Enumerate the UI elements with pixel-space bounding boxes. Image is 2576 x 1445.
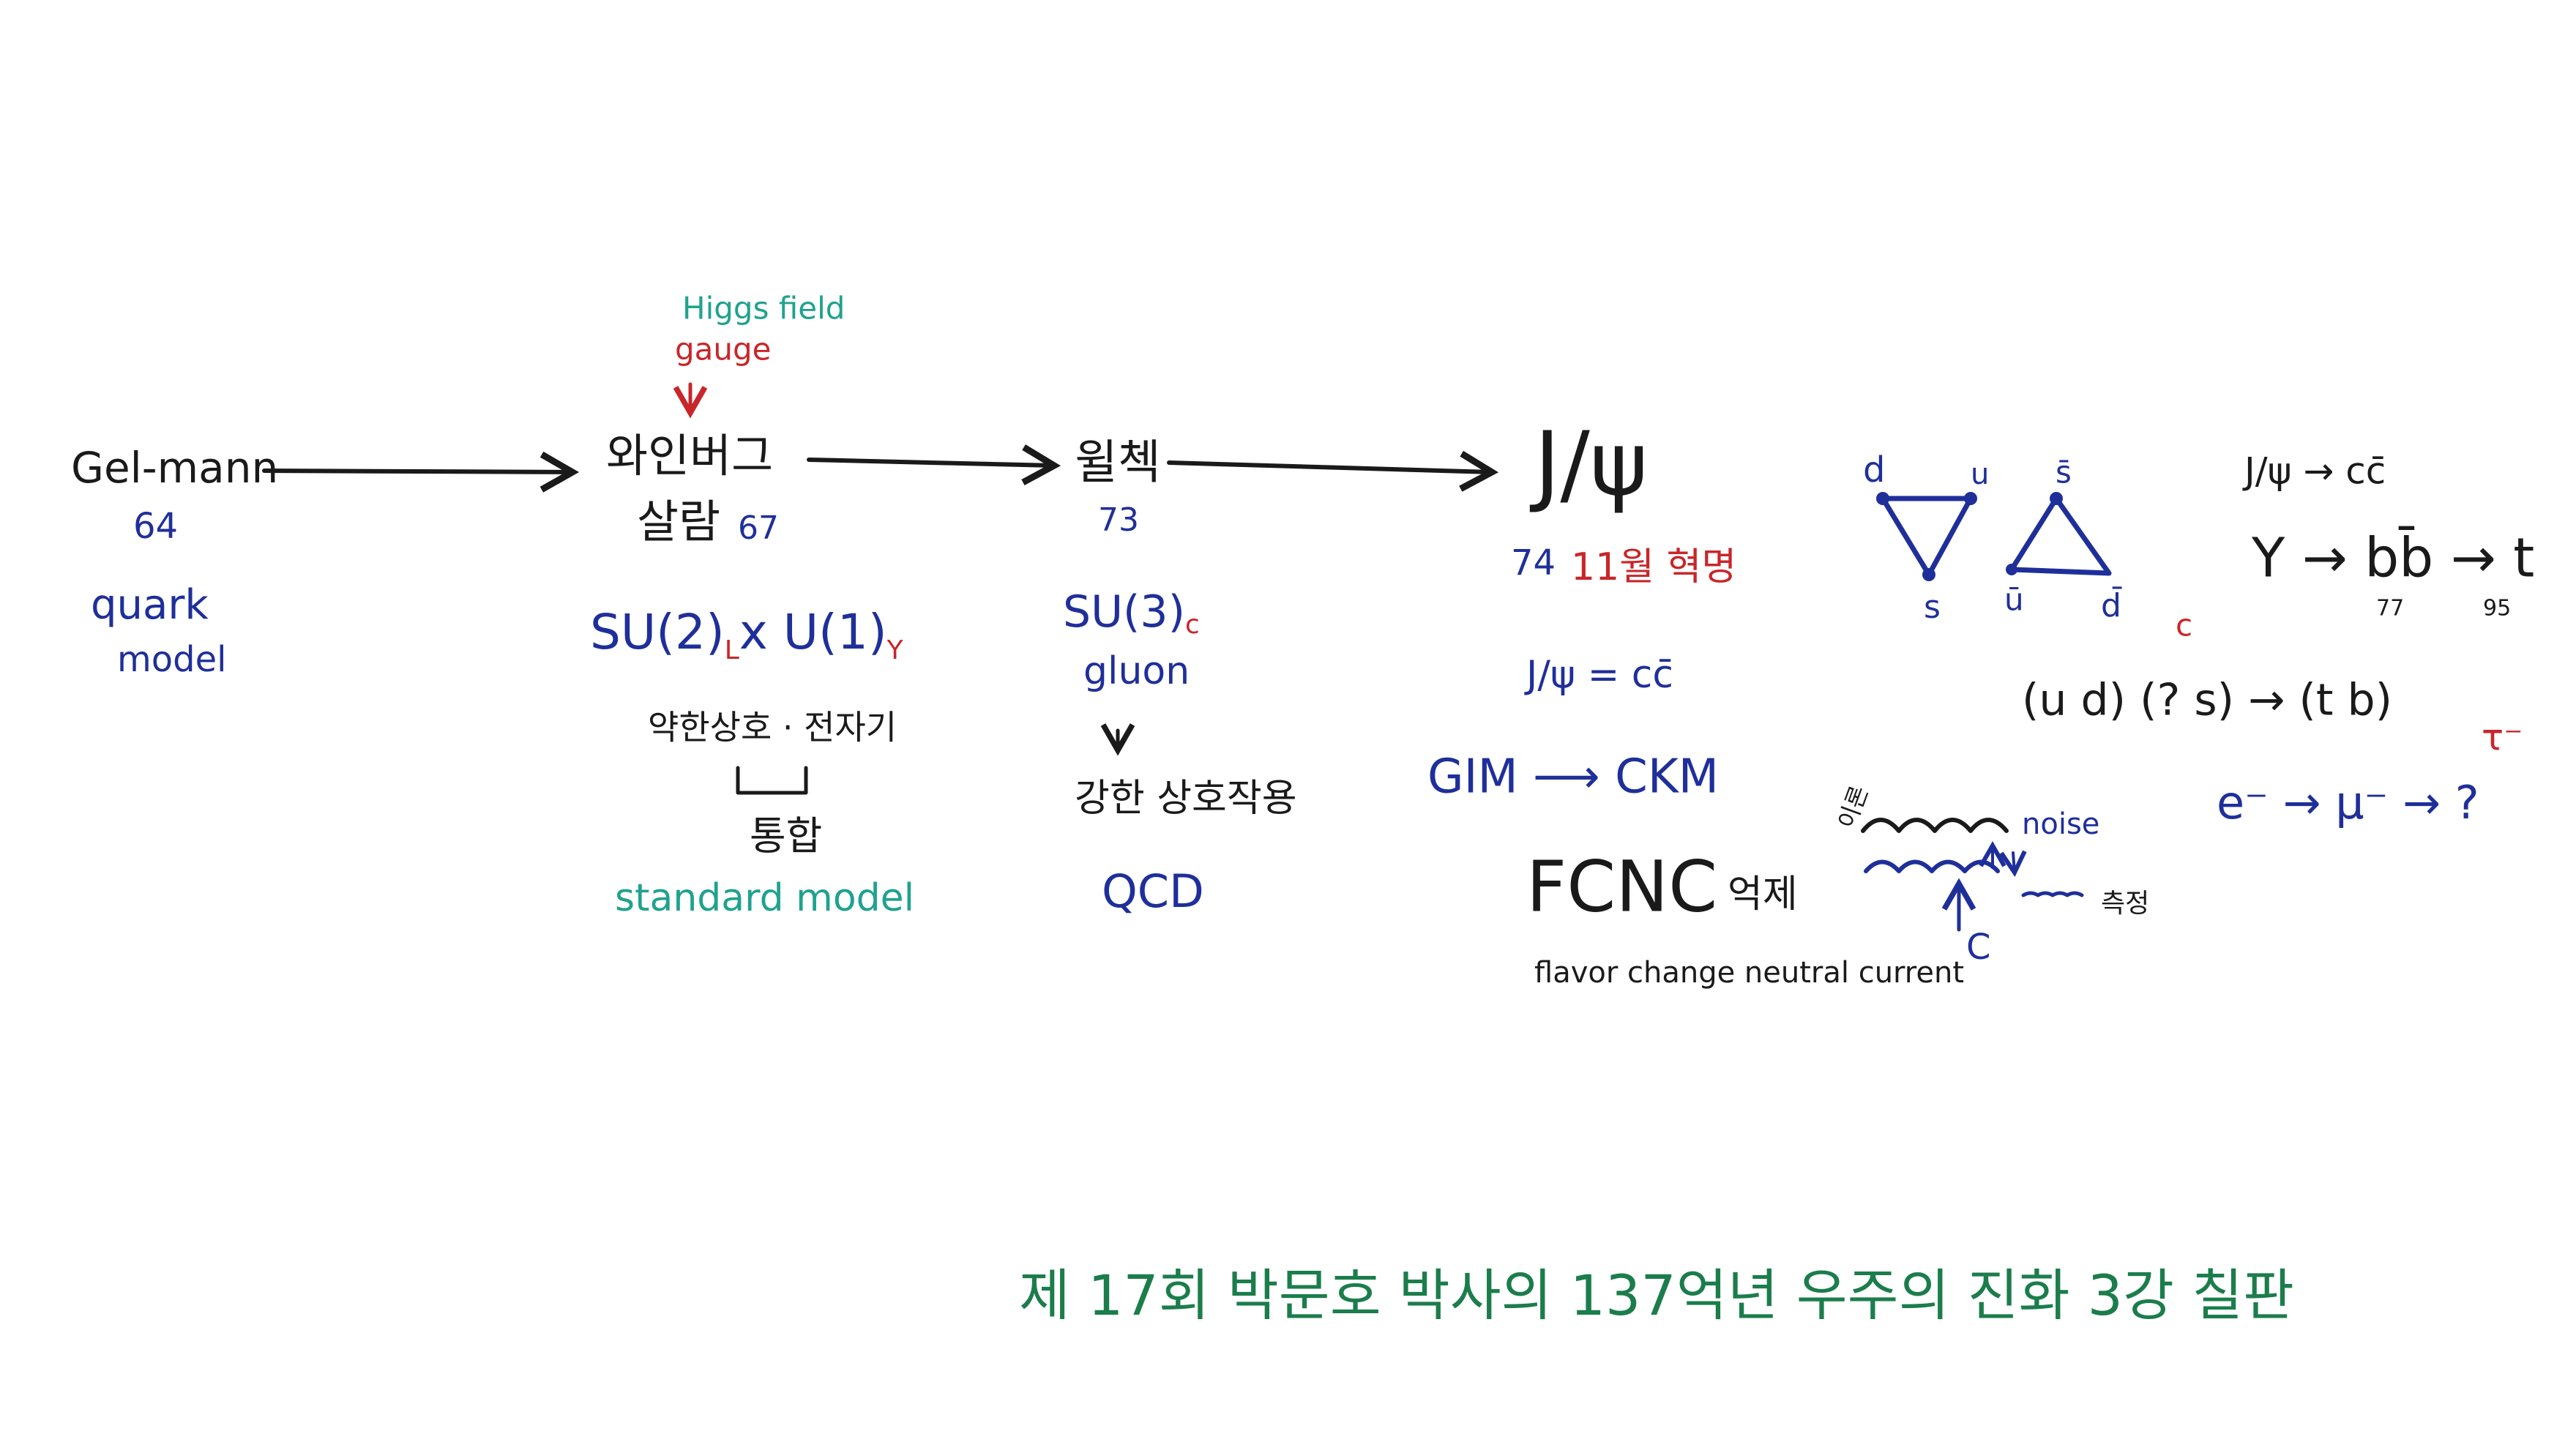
strong-interaction-label: 강한 상호작용 [1075,777,1297,821]
upsilon-chain: Υ → bb̄ → t [2251,526,2534,589]
model-label: model [117,639,226,680]
measure-wave [2021,891,2084,897]
unify-bracket [736,766,808,795]
year-95: 95 [2483,596,2511,621]
quark-label: quark [91,581,209,629]
svg-text:d: d [1863,449,1885,490]
arrow-gellmann-to-weinberg [262,451,580,493]
qcd-label: QCD [1102,865,1204,918]
charm-label: c [2176,608,2192,643]
gluon-label: gluon [1083,649,1190,693]
su3-group: SU(3)c [1063,586,1200,640]
suppression-label: 억제 [1728,873,1798,916]
lepton-chain: e⁻ → μ⁻ → ? [2217,776,2479,829]
svg-text:s̄: s̄ [2056,455,2072,490]
weak-em-label: 약한상호 · 전자기 [648,708,897,747]
november-revolution-label: 11월 혁명 [1571,545,1736,589]
gellmann-year: 64 [133,506,178,547]
wilczek-year: 73 [1098,501,1139,539]
c-label: C [1966,927,1991,968]
year-77: 77 [2376,596,2404,621]
svg-text:ū: ū [2004,582,2024,618]
measurement-label: 측정 [2101,889,2149,919]
gauge-label: gauge [675,332,772,367]
antiquark-triangle: s̄ ū d̄ [2004,455,2122,625]
jpsi-equation: J/ψ = cc̄ [1524,653,1673,697]
jpsi-title: J/ψ [1529,414,1648,516]
signal-wave [1864,859,2000,873]
noise-label: noise [2022,807,2099,841]
higgs-field-label: Higgs field [682,291,845,326]
svg-text:d̄: d̄ [2101,586,2122,624]
weinberg-year: 67 [738,509,779,547]
caption: 제 17회 박문호 박사의 137억년 우주의 진화 3강 칠판 [1019,1263,2294,1328]
gim-ckm-label: GIM ⟶ CKM [1427,750,1719,804]
salam-name: 살람 [637,495,720,548]
tau-label: τ⁻ [2482,717,2523,759]
fcnc-full-label: flavor change neutral current [1534,956,1964,990]
jpsi-cc-label: J/ψ → cc̄ [2242,450,2386,493]
weinberg-name: 와인버그 [606,429,773,482]
quark-doublets: (u d) (? s) → (t b) [2022,675,2392,726]
wilczek-name: 윌첵 [1075,436,1161,490]
jpsi-year: 74 [1511,542,1556,583]
arrow-wilczek-to-jpsi [1167,450,1499,492]
svg-text:s: s [1924,589,1941,626]
svg-text:u: u [1971,458,1989,491]
theory-wave [1861,818,2009,833]
standard-model-label: standard model [615,876,914,920]
quark-triangle: d u s [1863,449,1989,626]
fcnc-label: FCNC [1526,845,1717,927]
unify-label: 통합 [750,813,822,859]
gellmann-name: Gel-mann [71,443,278,493]
down-arrow-small [1999,850,2027,878]
su2-u1-group: SU(2)Lx U(1)Y [590,604,904,665]
arrow-weinberg-to-wilczek [807,444,1061,485]
